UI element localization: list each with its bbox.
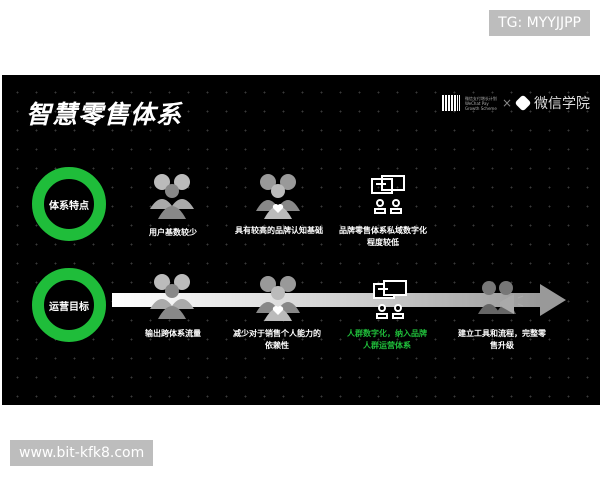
feature-item: 品牌零售体系私域数字化程度较低 — [339, 226, 427, 247]
goal-item: 减少对于销售个人能力的依赖性 — [233, 329, 321, 350]
users-heart-icon — [256, 276, 300, 321]
users-heart-icon — [256, 174, 300, 219]
watermark-bottom: www.bit-kfk8.com — [10, 440, 154, 466]
chat-users-icon — [371, 175, 405, 214]
goal-item: 建立工具和流程，完整零售升级 — [458, 329, 546, 350]
chat-users-icon — [373, 280, 407, 319]
users-icon — [150, 174, 194, 219]
users-megaphone-icon — [478, 281, 524, 314]
watermark-top: TG: MYYJJPP — [489, 10, 590, 36]
goal-item-highlight: 人群数字化，纳入品牌人群运营体系 — [347, 329, 427, 350]
logo-line1: WeChat Pay — [464, 100, 489, 106]
row-label-features: 体系特点 — [32, 167, 106, 241]
feature-item: 具有较高的品牌认知基础 — [235, 226, 323, 235]
academy-logo-icon — [514, 94, 532, 112]
logo-line2: Growth Scheme — [464, 105, 497, 111]
academy-name: 微信学院 — [534, 96, 590, 112]
users-icon — [150, 274, 194, 319]
logo-cn: 微信支付增长计划 — [464, 95, 497, 101]
timeline-arrow — [112, 293, 542, 307]
wechat-pay-logo-icon — [441, 95, 460, 111]
row-label-goals: 运营目标 — [32, 268, 106, 342]
logo-separator: × — [501, 96, 512, 110]
goal-item: 输出跨体系流量 — [145, 329, 201, 338]
feature-item: 用户基数较少 — [149, 228, 197, 237]
slide-title: 智慧零售体系 — [26, 100, 183, 129]
arrow-head — [540, 284, 566, 316]
